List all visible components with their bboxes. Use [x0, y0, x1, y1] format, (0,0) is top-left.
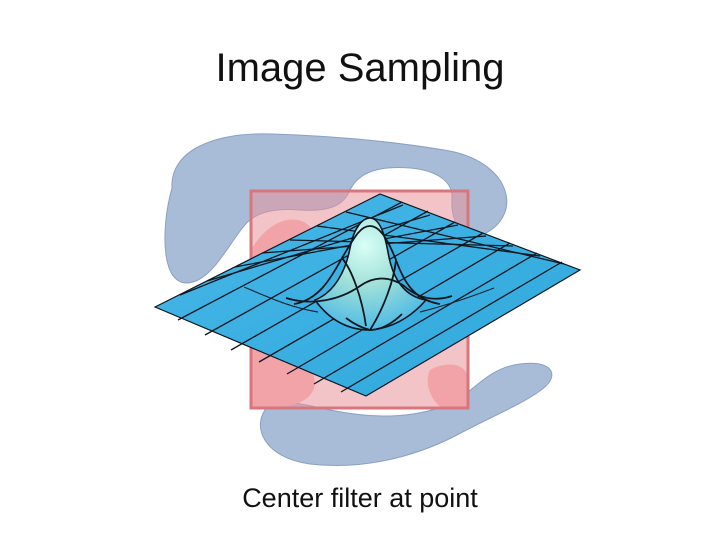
slide-caption: Center filter at point: [0, 478, 720, 518]
